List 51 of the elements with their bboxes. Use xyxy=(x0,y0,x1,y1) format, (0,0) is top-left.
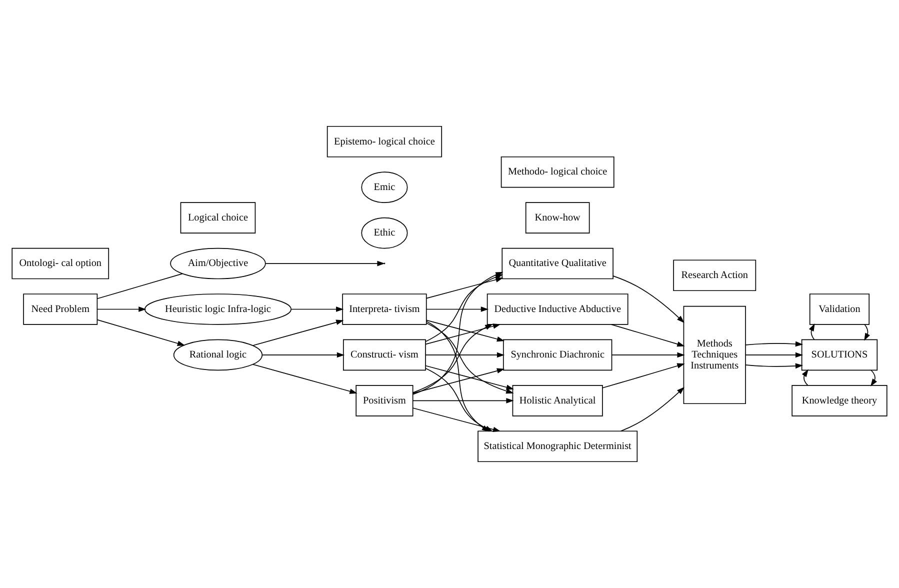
arrow xyxy=(745,363,804,369)
arrow xyxy=(252,364,358,394)
node-box: Statistical Monographic Determinist xyxy=(478,430,638,462)
arrow xyxy=(426,306,488,312)
arrow xyxy=(425,365,514,390)
node-box: Quantitative Qualitative xyxy=(502,248,614,280)
arrow xyxy=(426,320,505,342)
arrow xyxy=(412,368,505,394)
arrow xyxy=(808,324,815,340)
node-box: Logical choice xyxy=(180,202,256,234)
node-box: Research Action xyxy=(673,260,756,292)
arrow xyxy=(612,276,684,323)
node-ellipse: Emic xyxy=(361,172,408,203)
node-box: Holistic Analytical xyxy=(512,385,603,416)
node-ellipse: Aim/Objective xyxy=(170,248,266,280)
node-box: Methodo- logical choice xyxy=(500,156,614,188)
arrow xyxy=(620,386,684,432)
node-box: Know-how xyxy=(525,202,590,234)
node-box: Positivism xyxy=(356,385,414,416)
arrow xyxy=(602,363,685,388)
arrow xyxy=(96,319,186,346)
arrow xyxy=(412,398,514,404)
node-box: SOLUTIONS xyxy=(801,339,878,371)
arrow xyxy=(252,320,344,346)
arrow xyxy=(611,352,685,358)
node-box: Synchronic Diachronic xyxy=(502,339,612,371)
arrow xyxy=(864,324,870,341)
arrow xyxy=(262,352,345,358)
node-ellipse: Heuristic logic Infra-logic xyxy=(144,294,292,325)
arrow xyxy=(426,277,504,299)
arrow xyxy=(745,352,804,358)
arrow xyxy=(96,306,146,312)
node-box: Validation xyxy=(809,294,870,325)
arrow xyxy=(290,306,344,312)
arrow xyxy=(426,320,490,432)
node-box: Ontologi- cal option xyxy=(12,248,110,280)
arrow xyxy=(745,341,804,347)
arrow xyxy=(610,324,685,347)
arrow xyxy=(870,370,878,386)
arrow xyxy=(425,352,505,358)
arrow xyxy=(802,369,808,386)
node-box: Epistemo- logical choice xyxy=(326,126,442,158)
arrow xyxy=(265,260,385,266)
node-ellipse: Ethic xyxy=(361,217,408,249)
node-box: Constructi- vism xyxy=(342,339,426,371)
node-box: Methods Techniques Instruments xyxy=(683,306,746,404)
node-box: Interpreta- tivism xyxy=(342,294,427,325)
node-box: Deductive Inductive Abductive xyxy=(486,294,628,325)
node-box: Need Problem xyxy=(23,294,98,325)
node-box: Knowledge theory xyxy=(792,385,888,416)
connector xyxy=(96,273,183,300)
